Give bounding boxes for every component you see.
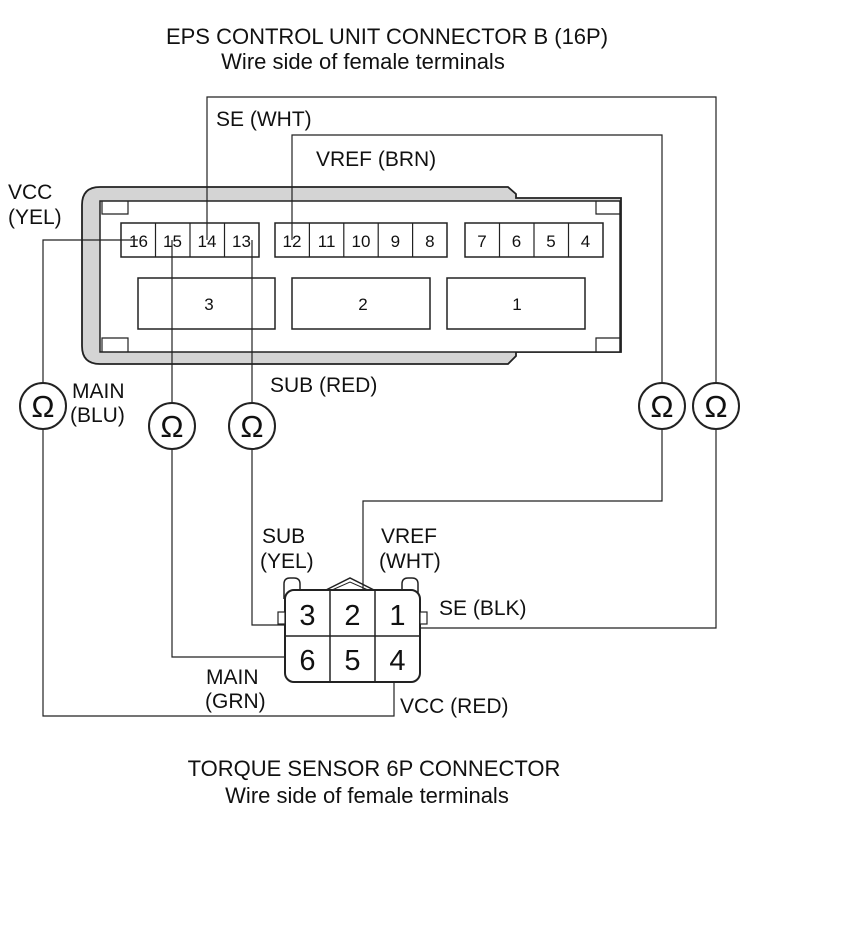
- label-sub-yel-line2: (YEL): [260, 550, 314, 573]
- label-sub-yel-line1: SUB: [262, 525, 305, 548]
- torque-side-tab-right: [419, 611, 428, 625]
- ecu-cavity-3: [137, 277, 276, 330]
- ecu-pin-10: 10: [352, 232, 371, 251]
- ecu-latch-br: [595, 337, 620, 352]
- label-main-blu-line1: MAIN: [72, 380, 125, 403]
- label-sub-red: SUB (RED): [270, 374, 377, 397]
- torque-pin-4: 4: [389, 645, 405, 677]
- ohmmeter-vcc: Ω: [19, 382, 67, 430]
- ecu-cavity-1-label: 1: [512, 295, 521, 314]
- ecu-connector-subtitle: Wire side of female terminals: [221, 49, 505, 74]
- wire-vcc-pin16: [42, 239, 138, 383]
- label-main-blu-line2: (BLU): [70, 404, 125, 427]
- torque-pin-5: 5: [344, 645, 360, 677]
- ecu-pin-9: 9: [391, 232, 400, 251]
- ecu-pin-group-mid: [274, 222, 448, 258]
- ecu-latch-tl: [101, 201, 129, 215]
- ecu-cavity-2-label: 2: [358, 295, 367, 314]
- ecu-connector-face: [99, 200, 621, 353]
- ecu-cavity-1: [446, 277, 586, 330]
- label-vref-wht-line1: VREF: [381, 525, 437, 548]
- wire-labels: VCC (YEL) SE (WHT) VREF (BRN) MAIN (BLU)…: [8, 108, 527, 718]
- label-se-wht: SE (WHT): [216, 108, 312, 131]
- ecu-pin-12: 12: [283, 232, 302, 251]
- torque-pin-3: 3: [299, 600, 315, 632]
- ohmmeter-se: Ω: [692, 382, 740, 430]
- label-vcc-red: VCC (RED): [400, 695, 509, 718]
- ecu-latch-tr: [595, 201, 620, 215]
- wire-vref-pin12: [291, 134, 663, 383]
- ohmmeter-vref: Ω: [638, 382, 686, 430]
- ohmmeter-sub: Ω: [228, 402, 276, 450]
- ecu-connector-title: EPS CONTROL UNIT CONNECTOR B (16P): [166, 24, 608, 49]
- torque-connector-title: TORQUE SENSOR 6P CONNECTOR: [188, 756, 561, 781]
- ecu-pin-5: 5: [546, 232, 555, 251]
- ohm-symbol-icon: Ω: [160, 409, 183, 444]
- ecu-pin-6: 6: [512, 232, 521, 251]
- ecu-cavity-3-label: 3: [204, 295, 213, 314]
- ecu-latch-bl: [101, 337, 129, 352]
- label-main-grn-line1: MAIN: [206, 666, 259, 689]
- ohm-symbol-icon: Ω: [650, 389, 673, 424]
- ecu-connector: 16 15 14 13 12 11 10 9 8 7 6 5 4 3 2 1: [81, 186, 622, 365]
- wire-se-pin14: [206, 96, 717, 383]
- ecu-cavity-2: [291, 277, 431, 330]
- ohm-symbol-icon: Ω: [704, 389, 727, 424]
- ohmmeter-main: Ω: [148, 402, 196, 450]
- ecu-pin-4: 4: [581, 232, 590, 251]
- torque-pin-2: 2: [344, 600, 360, 632]
- label-main-grn-line2: (GRN): [205, 690, 266, 713]
- label-vref-wht-line2: (WHT): [379, 550, 441, 573]
- ecu-pin-7: 7: [477, 232, 486, 251]
- label-vcc-yel-line1: VCC: [8, 181, 52, 204]
- label-se-blk: SE (BLK): [439, 597, 527, 620]
- ecu-pin-dividers: [154, 223, 570, 257]
- torque-connector-ridge-inner: [331, 581, 369, 591]
- wires: [42, 96, 717, 717]
- ecu-pin-14: 14: [198, 232, 217, 251]
- ecu-pin-11: 11: [318, 232, 336, 251]
- wire-vref-to-torque: [362, 429, 663, 630]
- torque-connector: 3 2 1 6 5 4: [277, 577, 428, 683]
- wire-vcc-to-torque-4: [42, 429, 395, 717]
- torque-connector-subtitle: Wire side of female terminals: [225, 783, 509, 808]
- label-vref-brn: VREF (BRN): [316, 148, 436, 171]
- ohm-symbol-icon: Ω: [31, 389, 54, 424]
- ecu-pin-13: 13: [232, 232, 251, 251]
- ecu-pin-16: 16: [129, 232, 148, 251]
- torque-side-tab-left: [277, 611, 286, 625]
- ohm-symbol-icon: Ω: [240, 409, 263, 444]
- torque-connector-ridge: [325, 577, 375, 591]
- label-vcc-yel-line2: (YEL): [8, 206, 62, 229]
- ohmmeters: Ω Ω Ω Ω Ω: [19, 382, 740, 450]
- wire-main-to-torque-6: [171, 449, 308, 658]
- torque-pin-6: 6: [299, 645, 315, 677]
- torque-pin-1: 1: [389, 600, 405, 632]
- ecu-pin-8: 8: [425, 232, 434, 251]
